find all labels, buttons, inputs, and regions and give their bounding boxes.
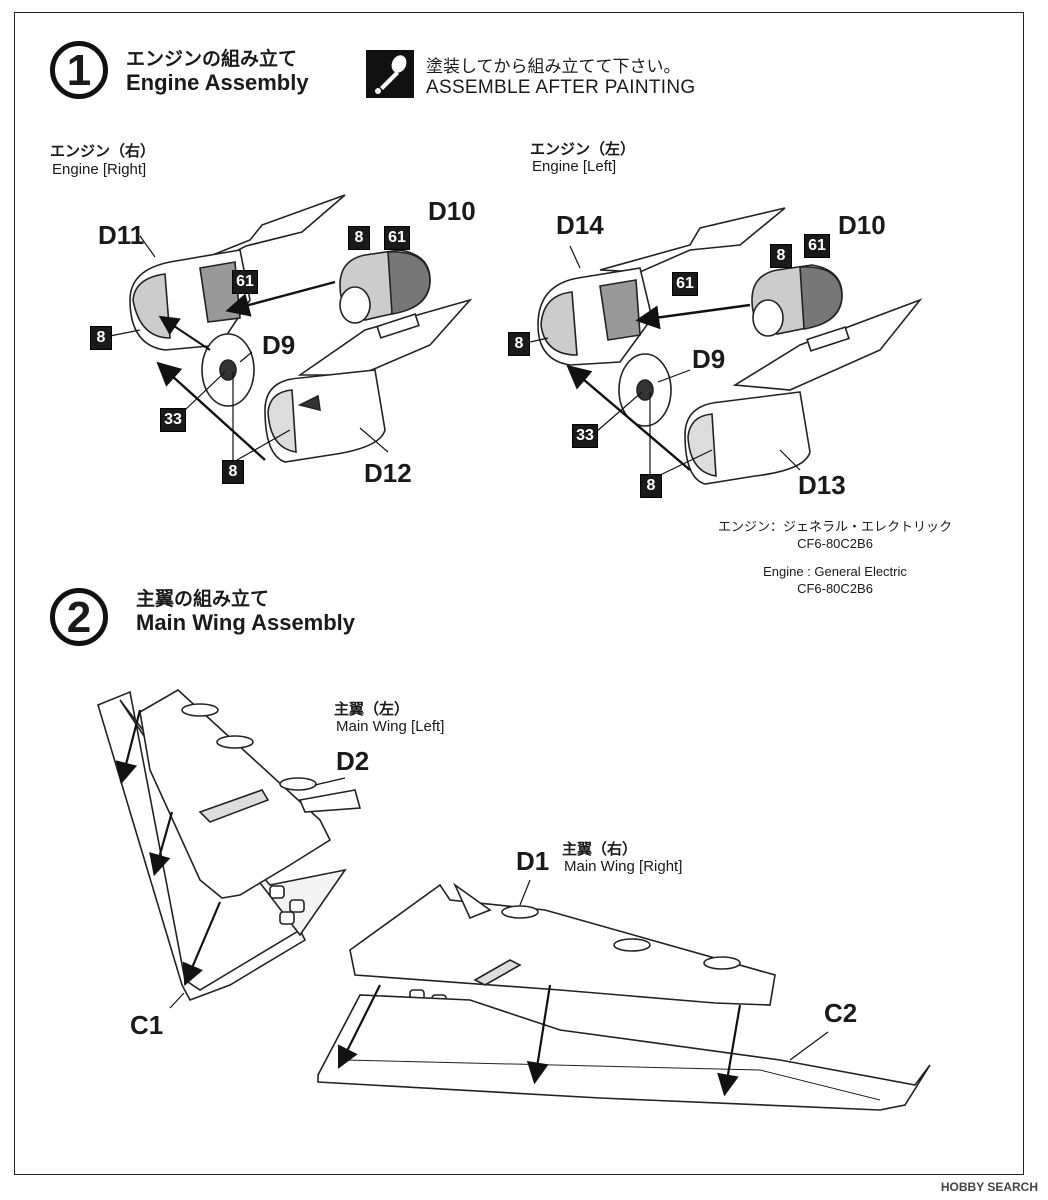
part-label-right-cowl: D12 — [364, 458, 412, 488]
part-label-left-fan: D9 — [692, 344, 726, 374]
color-badge-left-4: 33 — [572, 424, 598, 448]
part-label-wing-left-lower: C1 — [130, 1010, 164, 1040]
color-badge-right-7: 61 — [384, 226, 410, 250]
step-1-title-en: Engine Assembly — [126, 70, 309, 95]
part-label-wing-left-upper: D2 — [336, 746, 370, 776]
wing-left-label-jp: 主翼（左） — [334, 701, 410, 718]
wing-right-label-jp: 主翼（右） — [562, 841, 638, 858]
part-label-left-cowl: D13 — [798, 470, 846, 500]
part-label-right-nacelle: D11 — [98, 220, 145, 250]
part-label-wing-right-upper: D1 — [516, 846, 550, 876]
wing-right-drawing — [317, 879, 931, 1111]
color-badge-right-4: 33 — [160, 408, 186, 432]
step-2-title-en: Main Wing Assembly — [136, 610, 356, 635]
step-1-title-jp: エンジンの組み立て — [126, 49, 298, 70]
paint-brush-warning-icon — [366, 50, 414, 98]
step-2-title-jp: 主翼の組み立て — [136, 589, 270, 610]
wing-left-drawing — [97, 689, 362, 1009]
color-badge-left-7: 61 — [804, 234, 830, 258]
engine-spec-en-line1: Engine : General Electric — [763, 564, 907, 579]
color-badge-left-3: 8 — [770, 244, 792, 268]
engine-right-drawing — [109, 194, 473, 463]
color-badge-right-1: 8 — [90, 326, 112, 350]
color-badge-left-5: 8 — [640, 474, 662, 498]
watermark: HOBBY SEARCH — [940, 1180, 1038, 1194]
engine-left-label-en: Engine [Left] — [532, 158, 617, 175]
wing-left-label-en: Main Wing [Left] — [336, 718, 445, 735]
paint-note-jp: 塗装してから組み立てて下さい。 — [426, 57, 681, 76]
part-label-right-fan: D9 — [262, 330, 296, 360]
color-badge-right-3: 8 — [348, 226, 370, 250]
engine-spec-en-line2: CF6-80C2B6 — [797, 581, 873, 596]
color-badge-right-2: 61 — [232, 270, 258, 294]
engine-spec-jp: エンジン：ジェネラル・エレクトリック CF6-80C2B6 — [695, 518, 975, 552]
color-badge-left-1: 8 — [508, 332, 530, 356]
part-label-left-spinner: D10 — [838, 210, 886, 240]
step-1-number: 1 — [50, 41, 108, 99]
wing-right-label-en: Main Wing [Right] — [564, 858, 683, 875]
part-label-left-nacelle: D14 — [556, 210, 604, 240]
engine-left-label-jp: エンジン（左） — [530, 141, 636, 158]
instruction-frame — [14, 12, 1024, 1175]
part-label-wing-right-lower: C2 — [824, 998, 858, 1028]
engine-right-label-en: Engine [Right] — [52, 161, 147, 178]
engine-right-label-jp: エンジン（右） — [50, 143, 156, 160]
engine-left-drawing — [529, 207, 923, 485]
paint-note-en: ASSEMBLE AFTER PAINTING — [426, 77, 696, 98]
engine-spec-en: Engine : General Electric CF6-80C2B6 — [695, 563, 975, 597]
part-label-right-spinner: D10 — [428, 196, 476, 226]
step-2-number: 2 — [50, 588, 108, 646]
color-badge-left-2: 61 — [672, 272, 698, 296]
engine-spec-jp-line2: CF6-80C2B6 — [797, 536, 873, 551]
engine-spec-jp-line1: エンジン：ジェネラル・エレクトリック — [717, 519, 952, 534]
color-badge-right-5: 8 — [222, 460, 244, 484]
